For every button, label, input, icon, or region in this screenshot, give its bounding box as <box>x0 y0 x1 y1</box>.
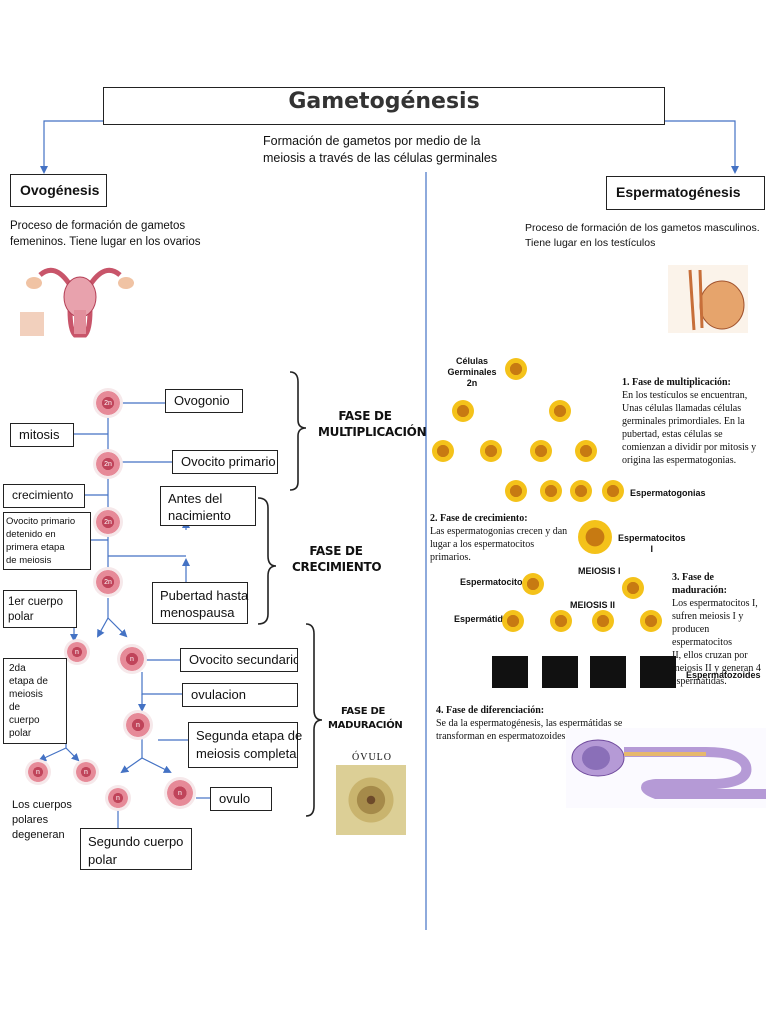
espermatozoides-label: Espermatozoides <box>686 670 761 680</box>
espermatogonia-1b <box>549 400 571 422</box>
espermatogonia-1a <box>452 400 474 422</box>
label-ovocito-primario: Ovocito primario <box>172 450 278 474</box>
espermatozoide-b <box>542 656 578 688</box>
cell-polar-a: n <box>28 762 48 782</box>
espermatogenesis-heading-box <box>606 176 765 210</box>
espermatocito-ii-a <box>522 573 544 595</box>
label-pubertad <box>152 582 248 624</box>
espermatogenesis-desc-line-2: Tiene lugar en los testículos <box>525 237 656 249</box>
espermatidas-label: Espermátidas <box>454 614 514 624</box>
label-segunda-etapa-meiosis <box>188 722 298 768</box>
cell-ovocito-detenido: 2n <box>96 510 120 534</box>
espermatida-c <box>592 610 614 632</box>
label-antes-nacimiento <box>160 486 256 526</box>
phase3-block: 3. Fase de maduración: Los espermatocito… <box>672 572 761 687</box>
subtitle-line-2: meiosis a través de las células germinal… <box>263 151 498 165</box>
espermatozoide-c <box>590 656 626 688</box>
cell-ovocito-secundario: n <box>120 647 144 671</box>
phase2-block: 2. Fase de crecimiento: Las espermatogon… <box>430 513 568 563</box>
ovulo-photo-caption: ÓVULO <box>352 752 392 763</box>
espermatocito-i <box>578 520 612 554</box>
stage-crecimiento: FASE DE CRECIMIENTO <box>292 544 382 574</box>
espermatocitos-i-label: Espermatocitos I <box>618 533 686 554</box>
espermatogenesis-heading: Espermatogénesis <box>616 184 741 200</box>
page-title: Gametogénesis <box>288 89 480 114</box>
label-ovocito-detenido <box>3 512 91 570</box>
label-mitosis: mitosis <box>10 423 74 447</box>
celula-germinal <box>505 358 527 380</box>
cell-primer-cuerpo-polar: n <box>67 642 87 662</box>
espermatogonia-3d <box>602 480 624 502</box>
testis-illustration <box>668 265 748 333</box>
cell-ovulacion: n <box>126 713 150 737</box>
stage-maduracion: FASE DE MADURACIÓN <box>328 706 403 731</box>
espermatogonia-2c <box>530 440 552 462</box>
title-box <box>103 87 665 125</box>
espermatogonia-2d <box>575 440 597 462</box>
espermatogonia-2b <box>480 440 502 462</box>
cell-ovogonio: 2n <box>96 391 120 415</box>
subtitle-line-1: Formación de gametos por medio de la <box>263 134 481 148</box>
espermatida-b <box>550 610 572 632</box>
ovogenesis-heading: Ovogénesis <box>20 182 100 198</box>
label-ovulo: ovulo <box>210 787 272 811</box>
ovogenesis-heading-box <box>10 174 107 207</box>
cell-ovocito-primario: 2n <box>96 452 120 476</box>
sperm-illustration <box>566 728 766 808</box>
phase1-block: 1. Fase de multiplicación: En los testíc… <box>622 377 757 466</box>
label-crecimiento: crecimiento <box>3 484 85 508</box>
label-segunda-etapa-cuerpo-polar <box>3 658 67 744</box>
espermatogonias-label: Espermatogonias <box>630 488 706 498</box>
stage-multiplicacion: FASE DE MULTIPLICACIÓN <box>318 409 427 439</box>
espermatocitos-ii-label: Espermatocitos II <box>460 577 536 587</box>
espermatida-a <box>502 610 524 632</box>
phase4-block: 4. Fase de diferenciación: Se da la espe… <box>436 705 623 742</box>
espermatogonia-3c <box>570 480 592 502</box>
cell-ovulo: n <box>167 780 193 806</box>
espermatocito-ii-b <box>622 577 644 599</box>
uterus-illustration <box>20 267 134 338</box>
label-ovocito-secundario: Ovocito secundario <box>180 648 298 672</box>
espermatida-d <box>640 610 662 632</box>
espermatogonia-2a <box>432 440 454 462</box>
ovogenesis-desc-line-2: femeninos. Tiene lugar en los ovarios <box>10 236 201 248</box>
cell-segundo-cuerpo-polar: n <box>108 788 128 808</box>
espermatogonia-3b <box>540 480 562 502</box>
ovulo-photo <box>336 765 406 835</box>
espermatogenesis-desc-line-1: Proceso de formación de los gametos masc… <box>525 222 760 234</box>
label-segundo-cuerpo-polar <box>80 828 192 870</box>
espermatozoide-d <box>640 656 676 688</box>
cell-polar-b: n <box>76 762 96 782</box>
meiosis-ii-label: MEIOSIS II <box>570 600 616 610</box>
label-cuerpos-degeneran: Los cuerpos polares degeneran <box>12 799 72 841</box>
label-primer-cuerpo-polar <box>3 590 77 628</box>
celulas-germinales-label: Células Germinales 2n <box>447 356 497 388</box>
cell-pubertad: 2n <box>96 570 120 594</box>
label-ovogonio: Ovogonio <box>165 389 243 413</box>
espermatogonia-3a <box>505 480 527 502</box>
espermatozoide-a <box>492 656 528 688</box>
label-ovulacion: ovulacion <box>182 683 298 707</box>
ovogenesis-desc-line-1: Proceso de formación de gametos <box>10 220 186 232</box>
meiosis-i-label: MEIOSIS I <box>578 566 621 576</box>
